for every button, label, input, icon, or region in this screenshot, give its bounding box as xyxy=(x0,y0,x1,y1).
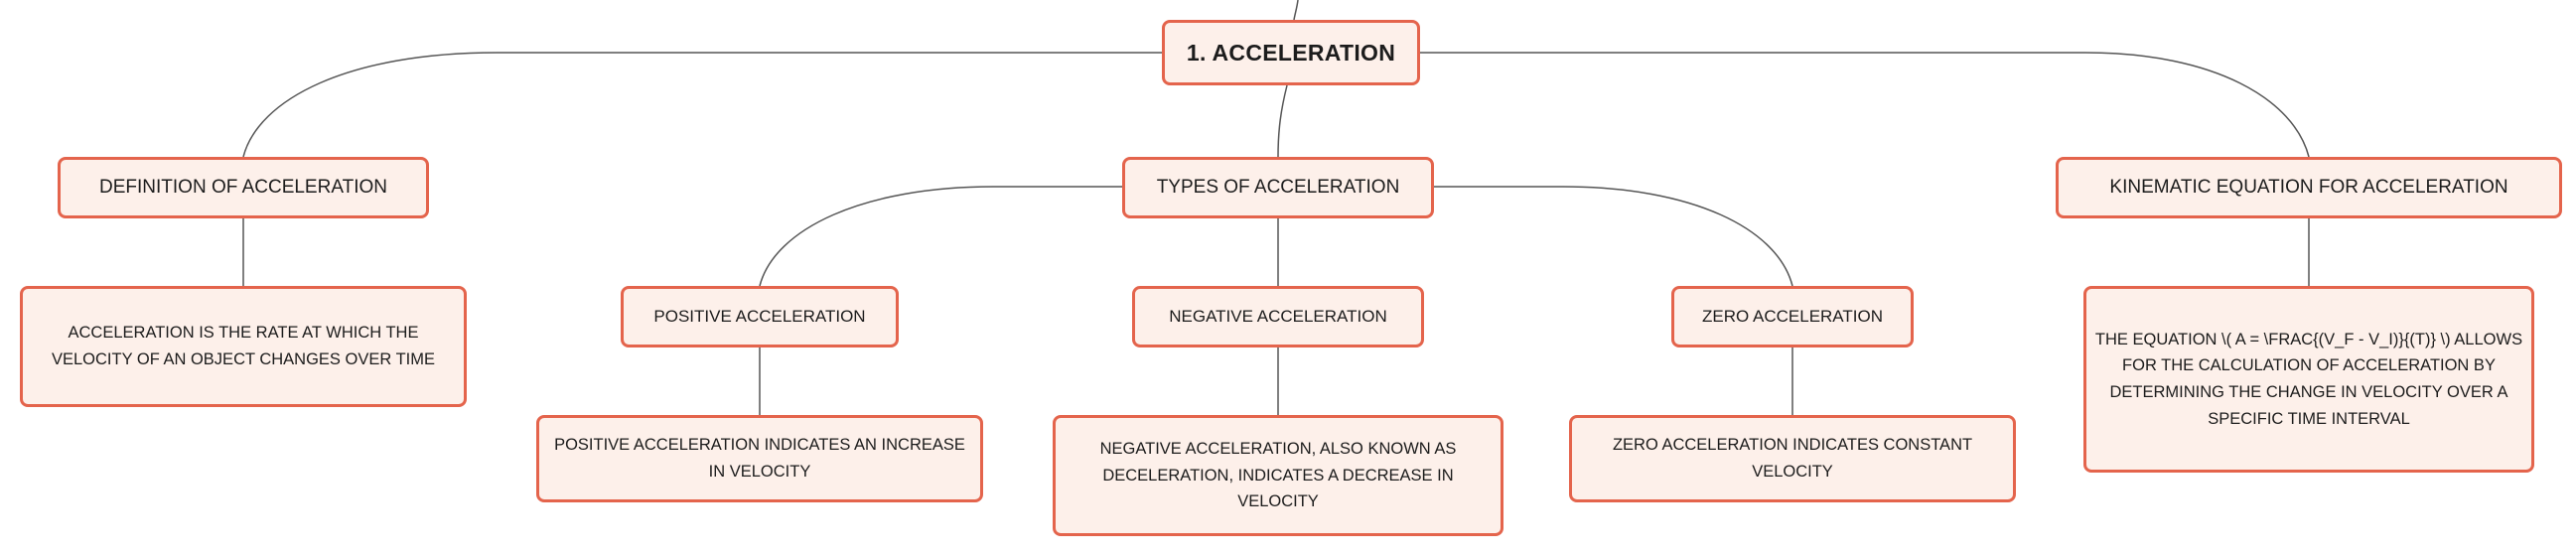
kinematic-detail-node[interactable]: THE EQUATION \( A = \FRAC{(V_F - V_I)}{(… xyxy=(2083,286,2534,473)
positive-acceleration-node[interactable]: POSITIVE ACCELERATION xyxy=(621,286,899,347)
negative-acceleration-node[interactable]: NEGATIVE ACCELERATION xyxy=(1132,286,1424,347)
definition-detail-node[interactable]: ACCELERATION IS THE RATE AT WHICH THE VE… xyxy=(20,286,467,407)
connector-types-zero xyxy=(1434,186,1793,287)
types-node[interactable]: TYPES OF ACCELERATION xyxy=(1122,157,1434,218)
positive-detail-node[interactable]: POSITIVE ACCELERATION INDICATES AN INCRE… xyxy=(536,415,983,502)
definition-node[interactable]: DEFINITION OF ACCELERATION xyxy=(58,157,429,218)
root-node[interactable]: 1. ACCELERATION xyxy=(1162,20,1420,85)
connector-root-kinematic xyxy=(1420,52,2310,158)
connector-parent-root xyxy=(1293,0,1299,21)
zero-detail-node[interactable]: ZERO ACCELERATION INDICATES CONSTANT VEL… xyxy=(1569,415,2016,502)
zero-acceleration-node[interactable]: ZERO ACCELERATION xyxy=(1671,286,1914,347)
connector-root-definition xyxy=(242,52,1162,158)
kinematic-node[interactable]: KINEMATIC EQUATION FOR ACCELERATION xyxy=(2056,157,2562,218)
connector-root-types xyxy=(1277,84,1288,158)
connector-types-positive xyxy=(759,186,1122,287)
negative-detail-node[interactable]: NEGATIVE ACCELERATION, ALSO KNOWN AS DEC… xyxy=(1053,415,1503,536)
